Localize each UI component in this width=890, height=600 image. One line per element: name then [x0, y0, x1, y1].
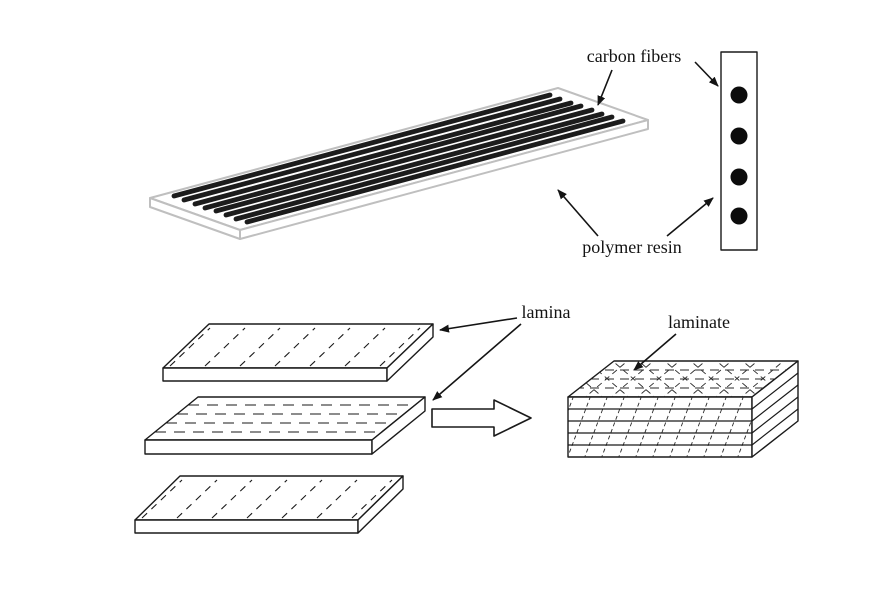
laminate-side-layer-lines [751, 372, 799, 446]
cross-section-rect [720, 51, 758, 251]
lamina-layer-3 [134, 475, 404, 534]
arrow-lamina-to-layer-1 [439, 317, 518, 333]
lamina-1-side-face [386, 323, 434, 382]
lamina-plate-front-edge [239, 119, 649, 240]
carbon-fiber-rods [171, 92, 626, 225]
lamina-1-top-face [162, 323, 434, 369]
fiber-cross-section-dot-2 [730, 127, 748, 145]
arrow-carbon-fibers-to-lamina [597, 69, 613, 106]
lamina-3-top-face [134, 475, 404, 521]
fiber-cross-section-dot-3 [730, 168, 748, 186]
laminate-top-hatch-horizontal [568, 369, 798, 389]
laminate-3d [567, 360, 799, 458]
laminate-side-face [751, 360, 799, 458]
arrow-polymer-resin-to-cross-section [666, 197, 714, 237]
arrow-lamina-to-layer-2 [432, 323, 522, 401]
lamina-3-front-face [134, 519, 359, 534]
laminate-front-layer-lines [568, 408, 752, 446]
lamina-3-side-face [357, 475, 404, 534]
laminate-front-face [567, 396, 753, 458]
lamina-1-fiber-dashes [169, 327, 421, 367]
lamina-layer-2 [144, 396, 426, 455]
cross-section-view [720, 51, 758, 251]
arrow-polymer-resin-to-lamina [557, 189, 599, 237]
laminate-label: laminate [668, 312, 730, 332]
fiber-cross-section-dot-1 [730, 86, 748, 104]
laminate-top-hatching [568, 361, 798, 397]
polymer-resin-label: polymer resin [582, 237, 681, 257]
lamina-label: lamina [522, 302, 571, 322]
carbon-fibers-label: carbon fibers [587, 46, 681, 66]
lamina-1-front-face [162, 367, 388, 382]
lamina-3-fiber-dashes [141, 479, 393, 519]
arrow-laminate-to-stack [633, 333, 677, 371]
single-lamina-3d [149, 87, 649, 240]
lamina-2-front-face [144, 439, 373, 455]
lamina-layer-1 [162, 323, 434, 382]
fiber-cross-section-dot-4 [730, 207, 748, 225]
lamina-2-side-face [371, 396, 426, 455]
stacking-block-arrow [431, 399, 532, 437]
arrow-carbon-fibers-to-cross-section [694, 61, 719, 87]
